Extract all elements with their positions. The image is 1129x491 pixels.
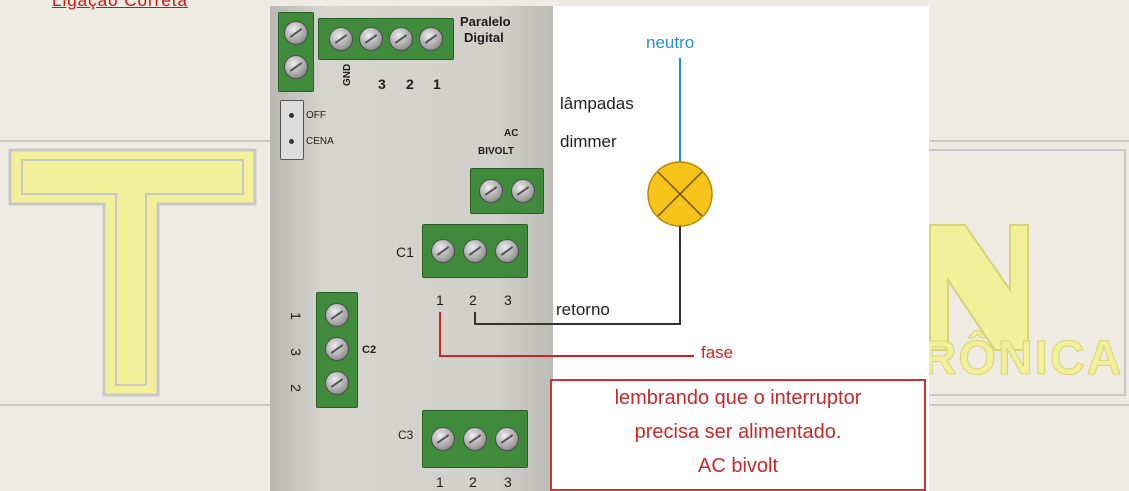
phase-wire xyxy=(439,312,694,357)
note-line-3: AC bivolt xyxy=(697,455,779,477)
c3-label: C3 xyxy=(398,428,414,442)
screw-icon xyxy=(325,303,349,327)
terminal-ac-bivolt xyxy=(470,168,544,214)
switch-dot xyxy=(289,113,294,118)
c1-pin-2: 2 xyxy=(469,292,477,308)
screw-icon xyxy=(431,239,455,263)
wiring-diagram xyxy=(439,58,713,357)
lamp-cross xyxy=(657,171,703,217)
terminal-parallel-digital xyxy=(318,18,454,60)
return-label: retorno xyxy=(556,300,610,319)
c3-pin-1: 1 xyxy=(436,474,444,490)
terminal-left-top xyxy=(278,12,314,92)
phase-label: fase xyxy=(701,343,734,362)
watermark-letters xyxy=(8,148,1126,397)
switch-label-cena: CENA xyxy=(306,136,334,147)
pin-label-1: 1 xyxy=(433,76,441,92)
c3-pin-3: 3 xyxy=(504,474,512,490)
screw-icon xyxy=(495,427,519,451)
screw-icon xyxy=(329,27,353,51)
screw-icon xyxy=(511,179,535,203)
note-line-1: lembrando que o interruptor xyxy=(614,387,862,409)
screw-icon xyxy=(495,239,519,263)
lamp-label-1: lâmpadas xyxy=(560,94,634,113)
neutral-label: neutro xyxy=(646,33,695,52)
screw-icon xyxy=(463,239,487,263)
scene-switch xyxy=(280,100,304,160)
screw-icon xyxy=(479,179,503,203)
ac-label: AC xyxy=(504,128,519,139)
module-board: Paralelo Digital GND 3 2 1 OFF CENA AC B… xyxy=(270,6,553,491)
terminal-c1 xyxy=(422,224,528,278)
note-box: lembrando que o interruptor precisa ser … xyxy=(550,379,926,491)
c2-label: C2 xyxy=(362,344,377,356)
c1-pin-3: 3 xyxy=(504,292,512,308)
terminal-c2 xyxy=(316,292,358,408)
terminal-c3 xyxy=(422,410,528,468)
screw-icon xyxy=(284,55,308,79)
c3-pin-2: 2 xyxy=(469,474,477,490)
switch-label-off: OFF xyxy=(306,110,326,121)
screw-icon xyxy=(284,21,308,45)
screw-icon xyxy=(463,427,487,451)
c1-pin-1: 1 xyxy=(436,292,444,308)
pin-label-2: 2 xyxy=(406,76,414,92)
c1-label: C1 xyxy=(396,244,414,260)
watermark-suffix: RÔNICA xyxy=(921,332,1124,386)
screw-icon xyxy=(431,427,455,451)
header-link[interactable]: Ligação Correta xyxy=(52,0,188,10)
screw-icon xyxy=(359,27,383,51)
switch-dot xyxy=(289,139,294,144)
screw-icon xyxy=(389,27,413,51)
screw-icon xyxy=(325,337,349,361)
parallel-label-1: Paralelo xyxy=(460,14,511,29)
return-wire xyxy=(474,226,681,325)
bivolt-label: BIVOLT xyxy=(478,146,514,157)
screw-icon xyxy=(325,371,349,395)
wiring-image-panel: Paralelo Digital GND 3 2 1 OFF CENA AC B… xyxy=(270,6,929,491)
pin-label-3: 3 xyxy=(378,76,386,92)
parallel-label-2: Digital xyxy=(464,30,504,45)
note-line-2: precisa ser alimentado. xyxy=(634,421,842,443)
lamp-label-2: dimmer xyxy=(560,132,617,151)
screw-icon xyxy=(419,27,443,51)
